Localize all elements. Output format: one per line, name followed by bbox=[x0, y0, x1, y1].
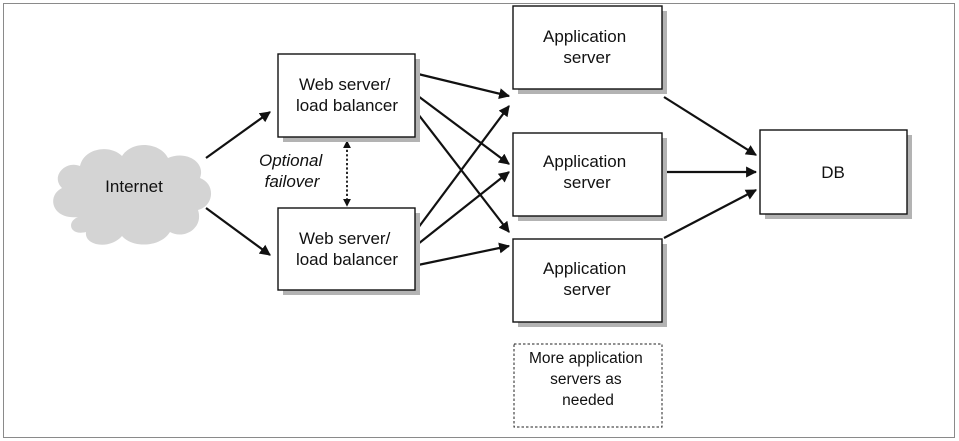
web-server-1-label: Web server/ load balancer bbox=[296, 75, 398, 115]
app-server-1-box bbox=[512, 5, 663, 90]
internet-label: Internet bbox=[105, 177, 163, 196]
app-server-1: Application server bbox=[512, 5, 667, 94]
database: DB bbox=[759, 129, 912, 219]
app-server-1-label: Application server bbox=[543, 27, 631, 67]
edges bbox=[205, 72, 758, 267]
edge-app1-db bbox=[663, 96, 757, 156]
app-server-3-box bbox=[512, 238, 663, 323]
internet-cloud: Internet bbox=[53, 144, 212, 245]
app-server-2: Application server bbox=[512, 132, 667, 221]
edge-web1-app3 bbox=[417, 113, 510, 233]
web-server-2-box bbox=[277, 207, 416, 291]
app-server-3: Application server bbox=[512, 238, 667, 327]
edge-web1-app2 bbox=[417, 95, 510, 165]
web-server-2: Web server/ load balancer bbox=[277, 207, 420, 295]
failover-label-line1: Optional bbox=[259, 151, 324, 170]
cloud-icon bbox=[53, 144, 212, 245]
diagram-frame bbox=[3, 3, 955, 438]
web-server-1-box bbox=[277, 53, 416, 138]
edge-web2-app3 bbox=[417, 242, 511, 267]
database-label: DB bbox=[821, 163, 845, 182]
more-servers-box bbox=[513, 343, 663, 428]
edge-internet-web1 bbox=[205, 111, 271, 159]
web-server-2-label: Web server/ load balancer bbox=[296, 229, 398, 269]
edge-web2-app2 bbox=[417, 171, 510, 245]
edge-internet-web2 bbox=[205, 207, 271, 256]
app-server-3-label: Application server bbox=[543, 259, 631, 299]
database-box bbox=[759, 129, 908, 215]
edge-app3-db bbox=[663, 189, 757, 239]
app-server-2-label: Application server bbox=[543, 152, 631, 192]
more-servers-note: More application servers as needed bbox=[513, 343, 663, 428]
failover-label-line2: failover bbox=[265, 172, 321, 191]
edge-web2-app1 bbox=[417, 105, 510, 229]
web-server-1: Web server/ load balancer bbox=[277, 53, 420, 142]
app-server-2-box bbox=[512, 132, 663, 217]
failover-label: Optional failover bbox=[259, 151, 327, 191]
more-servers-label: More application servers as needed bbox=[529, 350, 647, 409]
edge-web1-app1 bbox=[417, 72, 511, 100]
